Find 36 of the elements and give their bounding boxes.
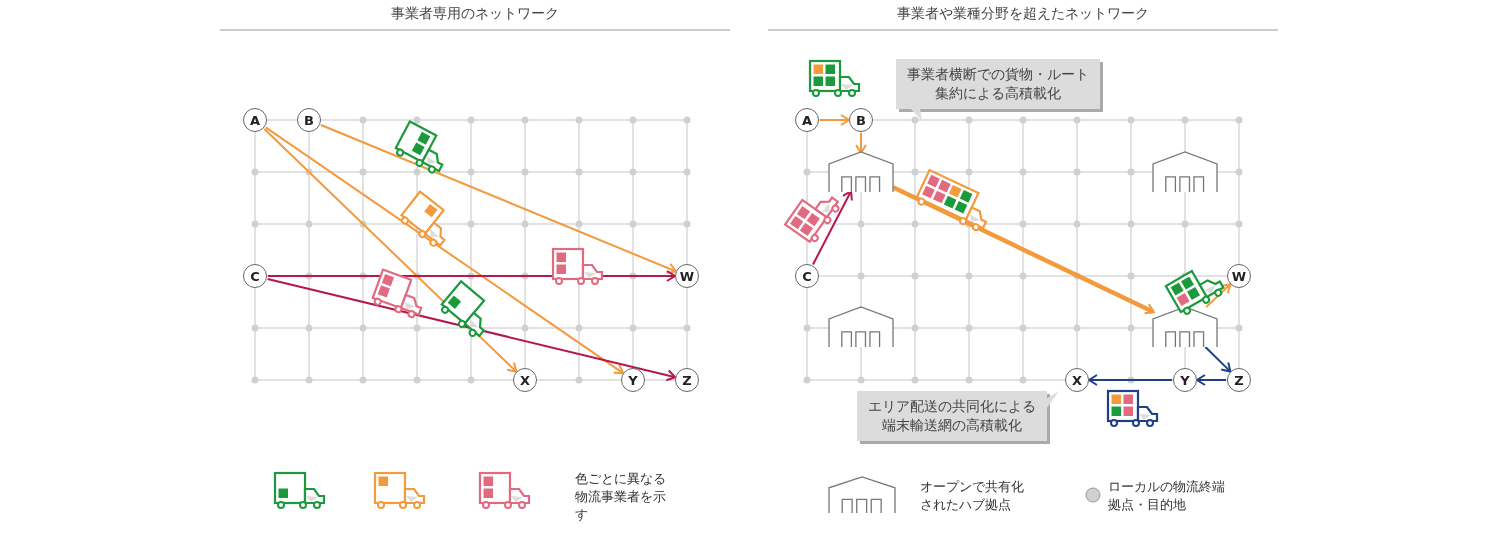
warehouse-icon xyxy=(828,151,894,193)
warehouse-icon xyxy=(1152,151,1218,193)
legend-text: オープンで共有化されたハブ拠点 xyxy=(920,478,1025,515)
arrow xyxy=(892,185,1155,315)
location-circle: B xyxy=(297,108,321,132)
warehouse-icon xyxy=(1152,306,1218,348)
panel-title: 事業者や業種分野を超えたネットワーク xyxy=(896,5,1150,23)
arrow xyxy=(819,114,850,126)
location-circle: C xyxy=(243,264,267,288)
arrow xyxy=(812,190,853,266)
location-circle: Y xyxy=(621,368,645,392)
arrow xyxy=(1205,283,1232,308)
location-circle: Z xyxy=(1227,368,1251,392)
panel-title: 事業者専用のネットワーク xyxy=(390,5,560,23)
location-circle: C xyxy=(795,264,819,288)
location-circle: A xyxy=(243,108,267,132)
arrow xyxy=(855,132,867,154)
location-circle: X xyxy=(1065,368,1089,392)
location-circle: Z xyxy=(675,368,699,392)
arrow xyxy=(264,126,625,375)
legend-text: 色ごとに異なる物流事業者を示す xyxy=(575,470,667,525)
warehouse-icon xyxy=(828,306,894,348)
location-circle: W xyxy=(675,264,699,288)
location-circle: A xyxy=(795,108,819,132)
arrow xyxy=(266,278,677,382)
arrow xyxy=(1088,374,1173,386)
location-circle: X xyxy=(513,368,537,392)
arrow xyxy=(320,123,677,274)
arrow xyxy=(267,270,676,282)
legend-text: ローカルの物流終端拠点・目的地 xyxy=(1108,478,1226,515)
arrow xyxy=(1204,346,1232,373)
arrow xyxy=(263,128,518,373)
location-circle: B xyxy=(849,108,873,132)
location-circle: Y xyxy=(1173,368,1197,392)
arrow xyxy=(1196,374,1227,386)
location-circle: W xyxy=(1227,264,1251,288)
